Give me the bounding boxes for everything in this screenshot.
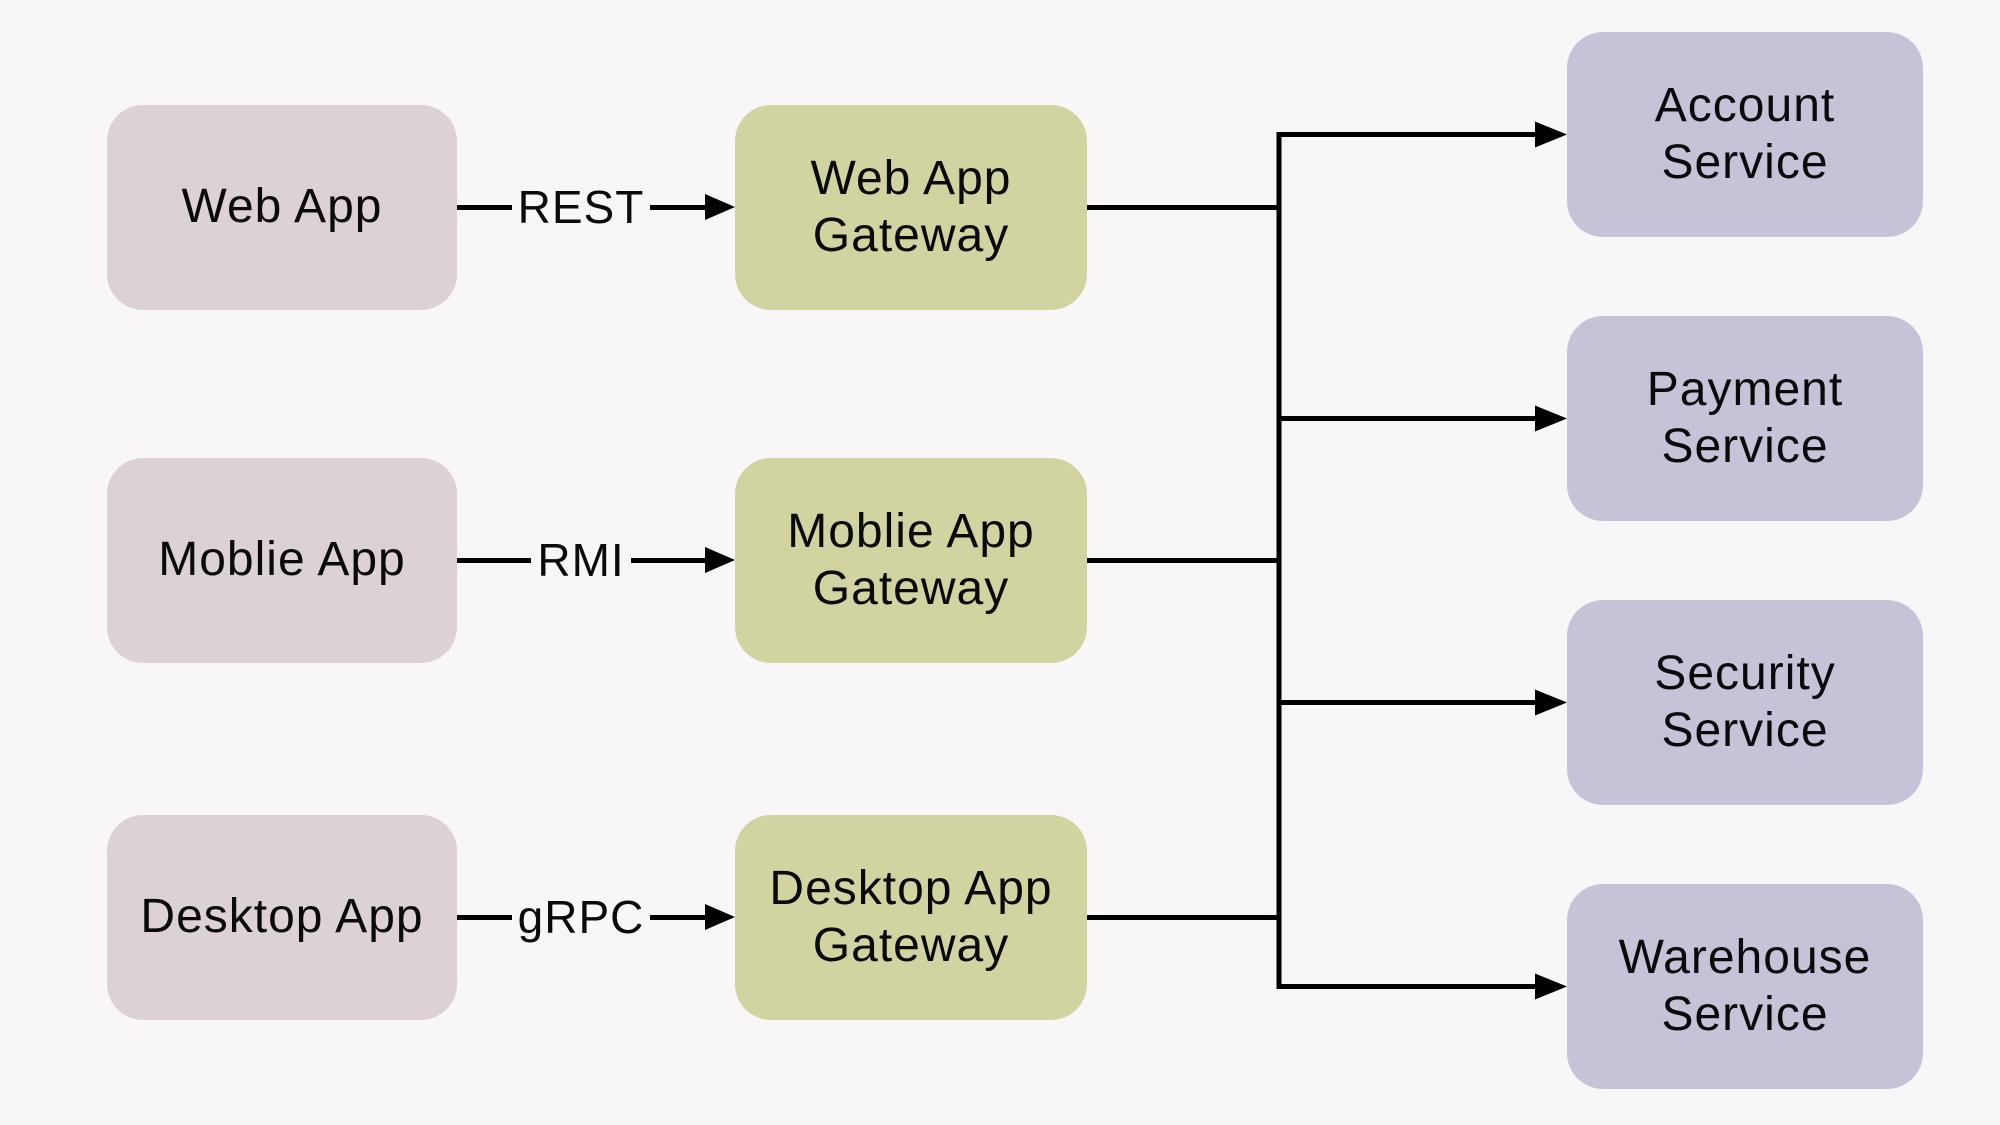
edge-segment <box>650 204 705 210</box>
node-mobile-app: Moblie App <box>107 458 457 663</box>
arrow-to-payment <box>1535 405 1567 432</box>
protocol-label-grpc: gRPC <box>517 891 645 943</box>
edge-segment <box>457 557 532 563</box>
arrow-to-warehouse <box>1535 973 1567 1000</box>
node-payment-service: Payment Service <box>1567 316 1923 521</box>
node-mobile-app-gateway: Moblie App Gateway <box>735 458 1087 663</box>
edge-segment <box>650 914 705 920</box>
arrow-to-desktop-gateway <box>705 904 735 930</box>
node-web-app-gateway: Web App Gateway <box>735 105 1087 310</box>
node-web-app: Web App <box>107 105 457 310</box>
node-account-service: Account Service <box>1567 32 1923 237</box>
arrow-to-mobile-gateway <box>705 547 736 573</box>
arrow-to-security <box>1535 689 1567 716</box>
protocol-label-rmi: RMI <box>537 534 625 586</box>
edge-desktop-to-gateway: gRPC <box>457 885 735 949</box>
node-desktop-app: Desktop App <box>107 815 457 1020</box>
node-security-service: Security Service <box>1567 600 1923 805</box>
arrow-to-webapp-gateway <box>705 194 735 220</box>
edge-segment <box>457 914 512 920</box>
node-warehouse-service: Warehouse Service <box>1567 884 1923 1089</box>
edge-mobile-to-gateway: RMI <box>457 528 736 592</box>
edge-segment <box>630 557 706 563</box>
arrow-to-account <box>1535 121 1567 148</box>
edge-webapp-to-gateway: REST <box>457 175 735 239</box>
node-desktop-app-gateway: Desktop App Gateway <box>735 815 1087 1020</box>
protocol-label-rest: REST <box>517 181 645 233</box>
edge-segment <box>457 204 512 210</box>
